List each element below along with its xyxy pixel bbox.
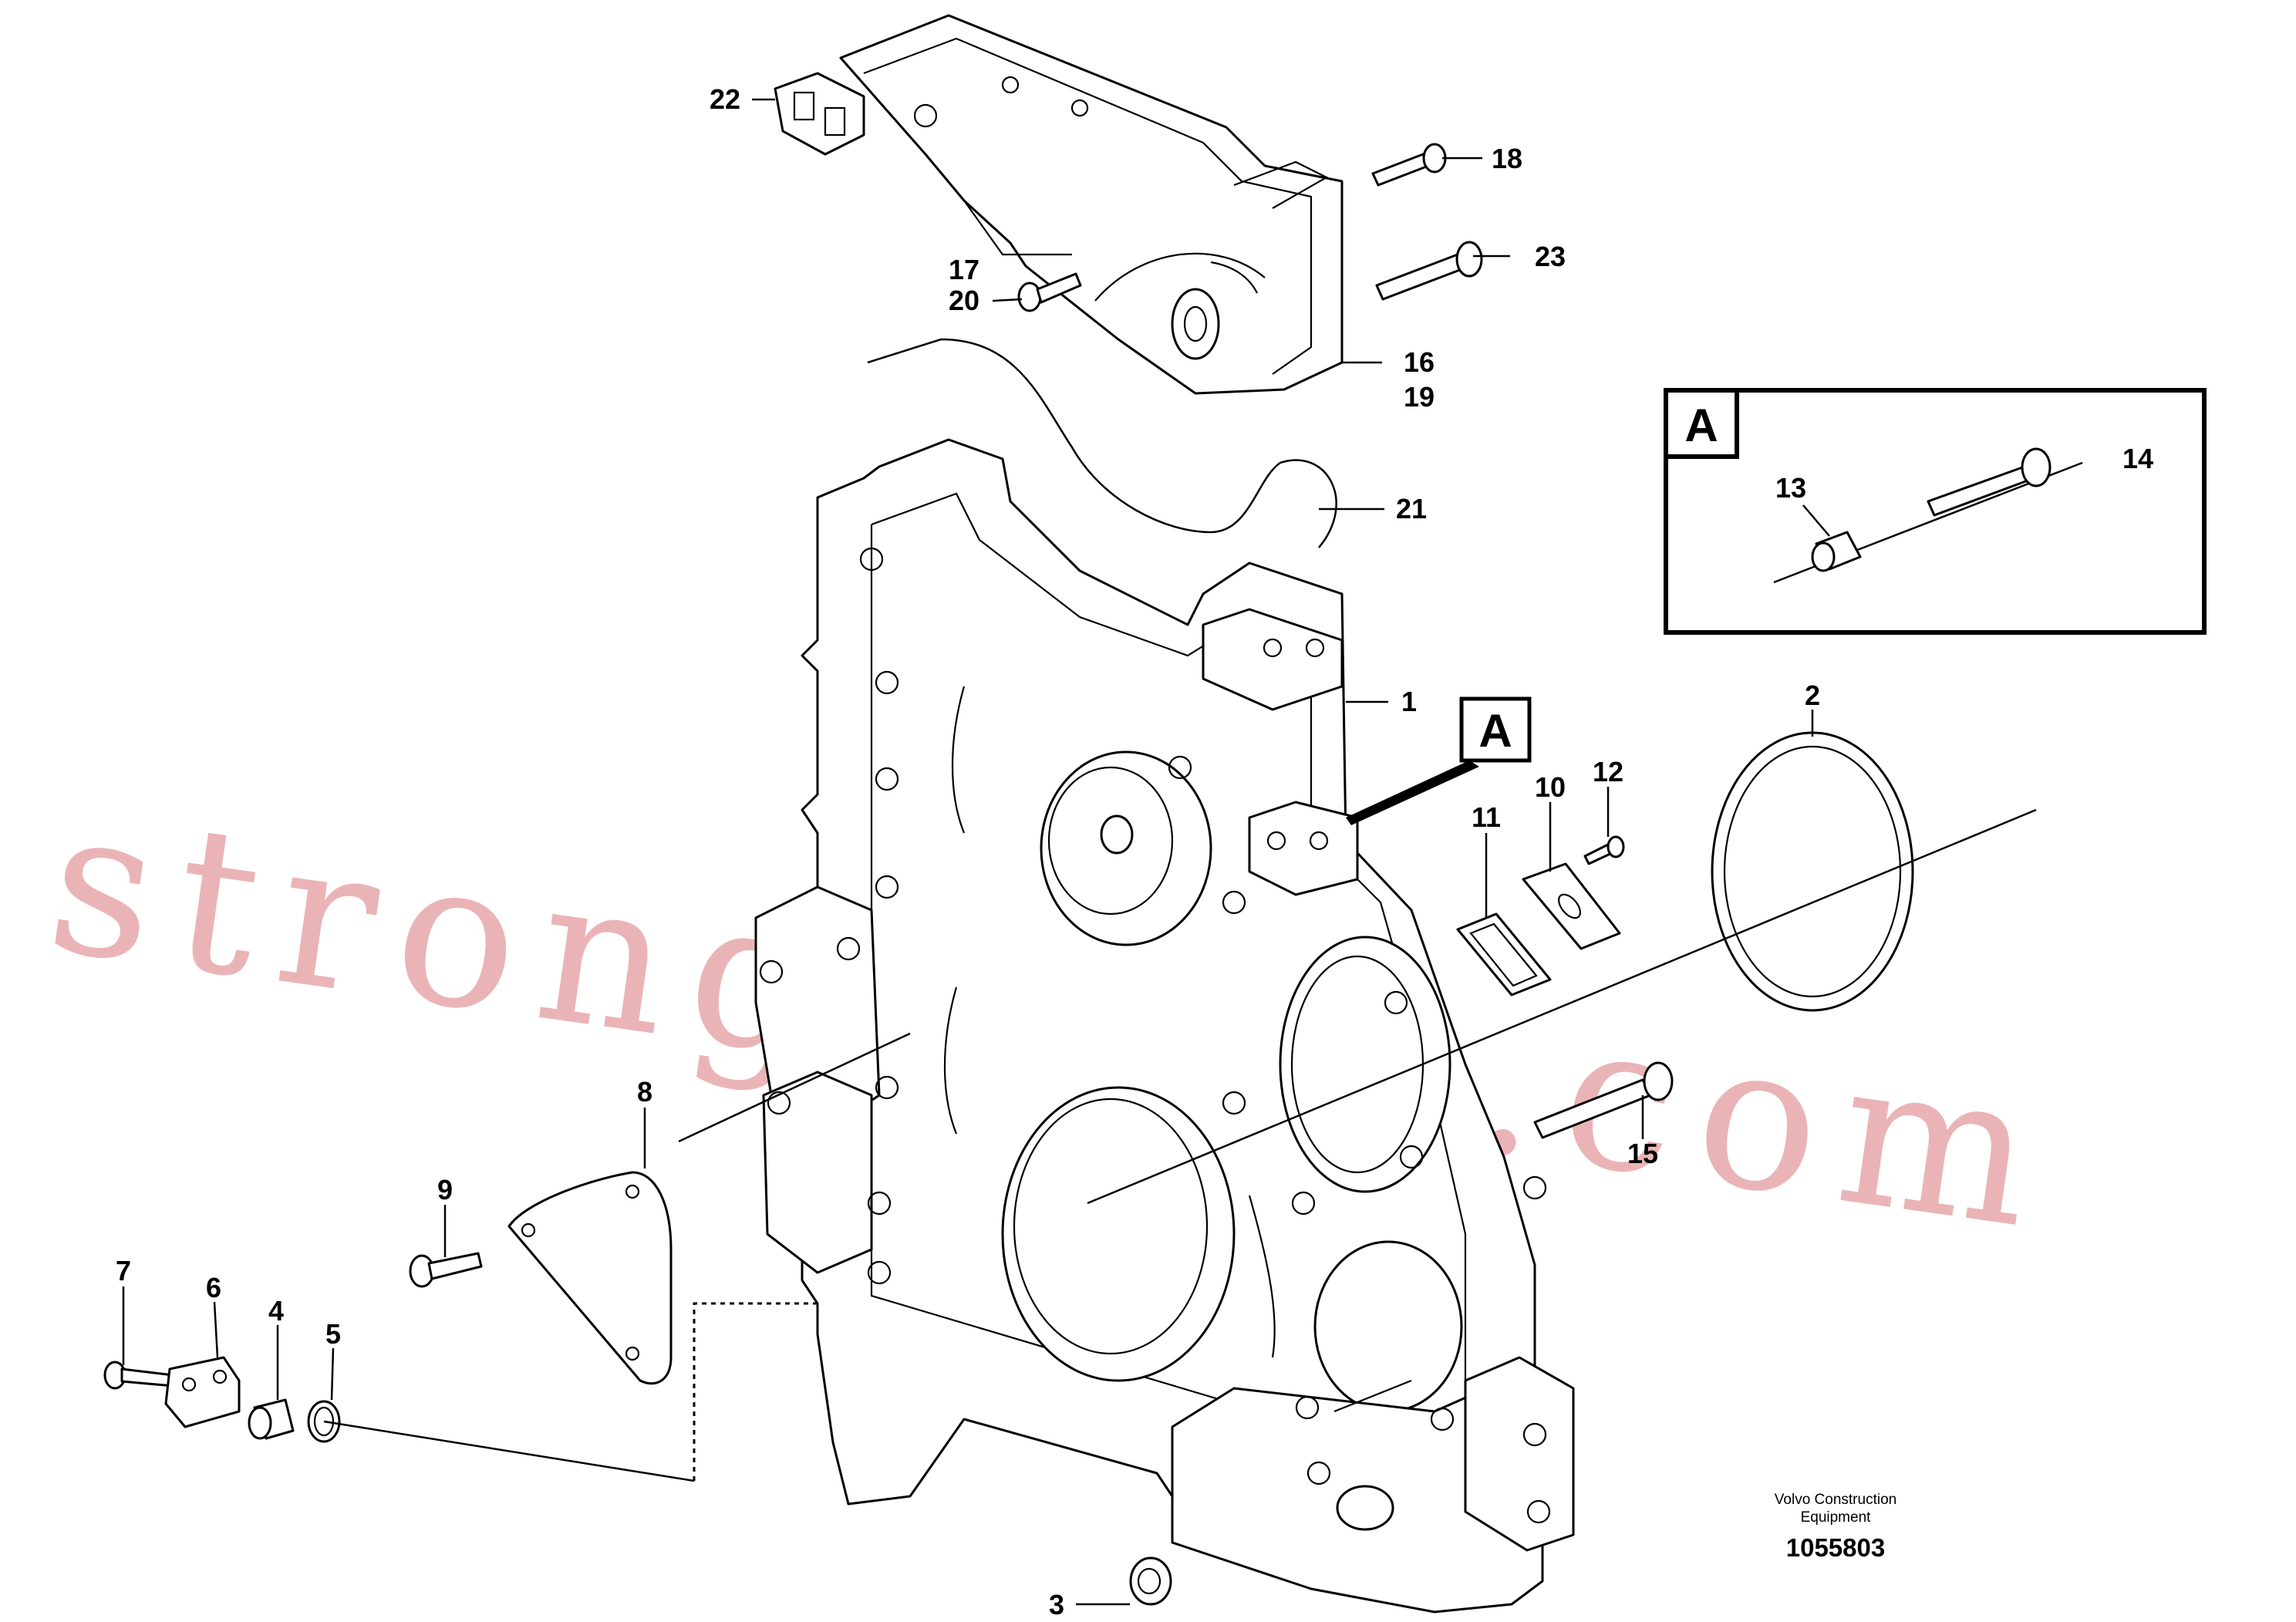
- dashed-reference-line: [693, 1302, 818, 1481]
- svg-text:A: A: [1478, 705, 1512, 757]
- plug-3: [1129, 1556, 1172, 1606]
- gasket-21: [867, 338, 1337, 548]
- detail-ref-marker: A: [1346, 696, 1532, 825]
- svg-text:A: A: [1684, 400, 1718, 451]
- callout-10: 10: [1535, 771, 1566, 803]
- credit-line-2: Equipment: [1801, 1509, 1872, 1526]
- timing-gear-housing: [754, 438, 1575, 1614]
- axis-line-bottom: [323, 1420, 695, 1482]
- bolt-14: [1927, 447, 2052, 517]
- axis-line-right: [1087, 808, 2037, 1205]
- upper-timing-cover: [839, 14, 1344, 395]
- callout-17: 17: [949, 254, 979, 285]
- callout-9: 9: [437, 1174, 453, 1206]
- bolt-23: [1375, 241, 1483, 301]
- bolt-7: [103, 1361, 175, 1390]
- callout-11: 11: [1472, 801, 1501, 833]
- callout-12: 12: [1593, 756, 1623, 787]
- callout-3: 3: [1049, 1589, 1064, 1620]
- callout-7: 7: [116, 1255, 131, 1286]
- bolt-9: [409, 1252, 483, 1288]
- callout-18: 18: [1492, 143, 1522, 174]
- callout-1: 1: [1401, 686, 1417, 717]
- callout-22: 22: [710, 83, 740, 115]
- callout-2: 2: [1805, 679, 1820, 711]
- credit-line-1: Volvo Construction: [1775, 1492, 1896, 1508]
- callout-19: 19: [1404, 381, 1435, 413]
- callout-16: 16: [1404, 346, 1435, 378]
- callout-4: 4: [268, 1295, 284, 1327]
- callout-14: 14: [2122, 443, 2153, 474]
- sleeve-4: [248, 1398, 295, 1440]
- bolt-18: [1371, 143, 1447, 187]
- bolt-15: [1533, 1061, 1674, 1139]
- callout-8: 8: [637, 1076, 652, 1108]
- detail-box-a: A: [1664, 388, 2207, 635]
- document-number: 1055803: [1786, 1533, 1885, 1562]
- leader-lines: [122, 98, 2117, 1606]
- seal-11: [1456, 912, 1552, 996]
- callout-21: 21: [1396, 493, 1427, 524]
- callout-5: 5: [325, 1318, 341, 1350]
- callout-20: 20: [949, 285, 979, 316]
- clip-part-22: [774, 72, 865, 156]
- cover-plate-8: [507, 1171, 673, 1385]
- callout-6: 6: [206, 1272, 221, 1303]
- callout-23: 23: [1535, 241, 1566, 272]
- bolt-17-20: [1017, 272, 1082, 312]
- cover-10: [1522, 862, 1621, 950]
- callout-13: 13: [1775, 472, 1806, 504]
- sleeve-13: [1811, 531, 1862, 572]
- bolt-12: [1583, 835, 1625, 865]
- bracket-6: [164, 1356, 241, 1428]
- callout-15: 15: [1627, 1138, 1658, 1169]
- seal-ring-2: [1711, 731, 1914, 1012]
- axis-line-left: [678, 1032, 911, 1143]
